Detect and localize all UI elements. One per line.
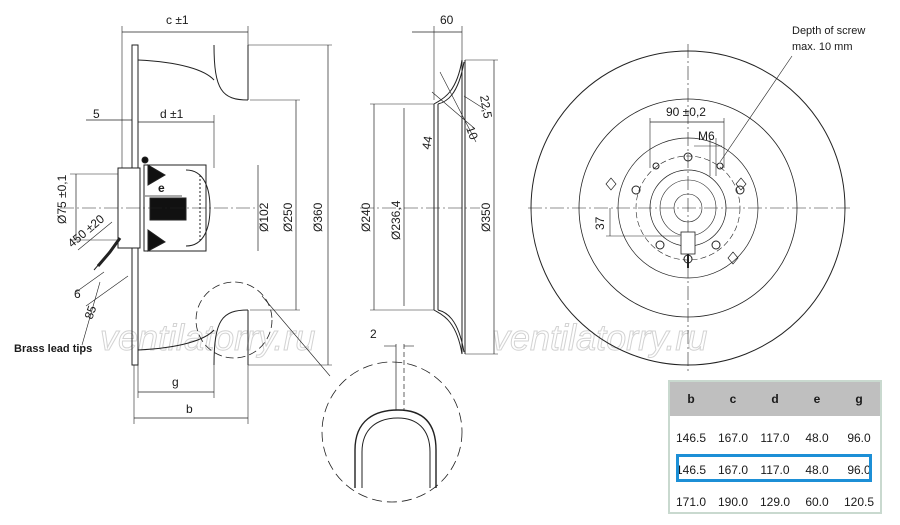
table-cell: 190.0 bbox=[717, 495, 749, 509]
detail-view bbox=[321, 344, 463, 503]
table-header-cell: e bbox=[813, 392, 821, 406]
table-cell: 129.0 bbox=[759, 495, 791, 509]
inlet-ring-view bbox=[360, 26, 498, 355]
label-37: 37 bbox=[593, 216, 607, 230]
table-header-cell: b bbox=[687, 392, 695, 406]
label-6: 6 bbox=[74, 287, 81, 301]
table-cell: 117.0 bbox=[760, 463, 790, 477]
label-10: 10 bbox=[463, 124, 481, 142]
table-cell: 167.0 bbox=[717, 431, 749, 445]
label-d350: Ø350 bbox=[479, 202, 493, 232]
selected-row-highlight bbox=[676, 454, 872, 482]
table-row: 171.0 190.0 129.0 60.0 120.5 bbox=[670, 488, 880, 516]
label-d360: Ø360 bbox=[311, 202, 325, 232]
table-header-cell: c bbox=[729, 392, 737, 406]
table-cell: 167.0 bbox=[717, 463, 749, 477]
ring-lip-bottom bbox=[433, 309, 463, 355]
label-brass-lead-tips: Brass lead tips bbox=[14, 343, 92, 355]
detail-circle-marker bbox=[195, 281, 273, 359]
ring-lip-top bbox=[433, 59, 463, 105]
label-screw-depth: Depth of screw bbox=[792, 25, 865, 37]
table-header-cell: d bbox=[771, 392, 779, 406]
table-cell: 146.5 bbox=[675, 431, 707, 445]
front-view bbox=[528, 44, 850, 372]
table-header-cell: g bbox=[855, 392, 863, 406]
table-row: 146.5 167.0 117.0 48.0 96.0 bbox=[670, 424, 880, 452]
table-cell: 120.5 bbox=[843, 495, 875, 509]
label-e: e bbox=[158, 181, 165, 195]
table-cell: 96.0 bbox=[847, 463, 871, 477]
detail-circle bbox=[321, 361, 463, 503]
side-view bbox=[60, 26, 332, 424]
table-header: b c d e g bbox=[670, 382, 880, 416]
label-22-5: 22,5 bbox=[477, 94, 495, 120]
label-d250: Ø250 bbox=[281, 202, 295, 232]
shroud-curve-top bbox=[213, 44, 249, 101]
table-cell: 117.0 bbox=[760, 431, 790, 445]
dimension-table: b c d e g 146.5 167.0 117.0 48.0 96.0 14… bbox=[668, 380, 882, 514]
label-2: 2 bbox=[370, 327, 377, 341]
table-cell: 48.0 bbox=[805, 431, 829, 445]
table-cell: 146.5 bbox=[675, 463, 707, 477]
table-row-selected: 146.5 167.0 117.0 48.0 96.0 bbox=[670, 456, 880, 484]
shroud-curve-bottom bbox=[213, 309, 249, 366]
label-d: d ±1 bbox=[160, 107, 184, 121]
label-44: 44 bbox=[419, 135, 435, 151]
label-g: g bbox=[172, 375, 179, 389]
label-b: b bbox=[186, 402, 193, 416]
label-d75: Ø75 ±0,1 bbox=[55, 174, 69, 224]
label-screw-max: max. 10 mm bbox=[792, 41, 853, 53]
label-5: 5 bbox=[93, 107, 100, 121]
label-c: c ±1 bbox=[166, 13, 189, 27]
label-60: 60 bbox=[440, 13, 454, 27]
table-cell: 60.0 bbox=[805, 495, 829, 509]
table-cell: 48.0 bbox=[805, 463, 829, 477]
cable-gland bbox=[680, 231, 696, 255]
rotor-core bbox=[149, 197, 187, 221]
label-d240: Ø240 bbox=[359, 202, 373, 232]
label-d102: Ø102 bbox=[257, 202, 271, 232]
label-90: 90 ±0,2 bbox=[666, 105, 706, 119]
label-m6: M6 bbox=[698, 129, 715, 143]
label-d2364: Ø236,4 bbox=[389, 200, 403, 240]
watermark-left: ventilatorry.ru bbox=[100, 317, 315, 358]
screw-leader bbox=[719, 55, 793, 163]
label-85: 85 bbox=[82, 303, 100, 321]
mount-bolts bbox=[631, 152, 745, 264]
table-cell: 96.0 bbox=[847, 431, 871, 445]
table-cell: 171.0 bbox=[675, 495, 707, 509]
